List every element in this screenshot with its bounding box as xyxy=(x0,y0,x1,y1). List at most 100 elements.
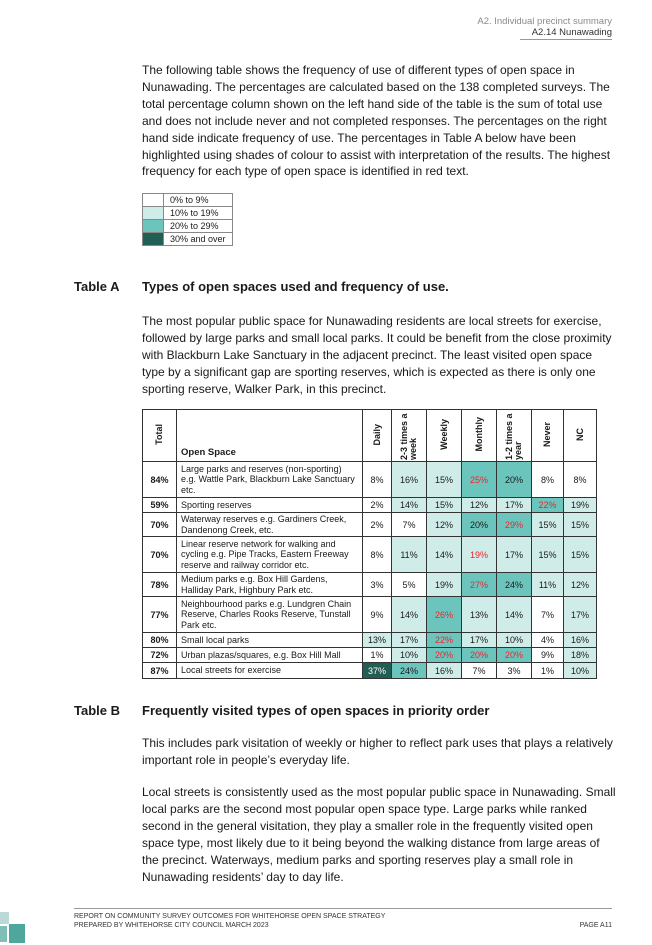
row-value: 25% xyxy=(461,461,497,498)
table-row: 78%Medium parks e.g. Box Hill Gardens, H… xyxy=(142,572,597,597)
legend-label: 20% to 29% xyxy=(163,219,233,233)
row-value: 10% xyxy=(496,632,532,648)
row-open-space: Small local parks xyxy=(176,632,363,648)
legend-swatch xyxy=(142,193,164,207)
row-value: 8% xyxy=(362,461,392,498)
frequency-table: Total Open Space Daily 2-3 times a week … xyxy=(142,409,597,679)
row-value: 14% xyxy=(426,536,462,573)
table-row: 72%Urban plazas/squares, e.g. Box Hill M… xyxy=(142,647,597,663)
row-value: 14% xyxy=(391,596,427,633)
legend-row: 20% to 29% xyxy=(142,219,233,233)
table-a-label: Table A xyxy=(74,279,120,294)
row-value: 17% xyxy=(563,596,597,633)
row-value: 14% xyxy=(391,497,427,513)
row-value: 17% xyxy=(391,632,427,648)
col-daily: Daily xyxy=(362,409,392,462)
row-value: 17% xyxy=(496,536,532,573)
row-value: 13% xyxy=(362,632,392,648)
col-2-3-times-a-week: 2-3 times a week xyxy=(391,409,427,462)
row-total: 78% xyxy=(142,572,177,597)
table-row: 70%Linear reserve network for walking an… xyxy=(142,536,597,573)
row-total: 87% xyxy=(142,662,177,679)
row-value: 1% xyxy=(531,662,564,679)
table-row: 77%Neighbourhood parks e.g. Lundgren Cha… xyxy=(142,596,597,633)
col-open-space: Open Space xyxy=(176,409,363,462)
row-total: 59% xyxy=(142,497,177,513)
row-value: 2% xyxy=(362,512,392,537)
corner-decoration xyxy=(0,926,7,942)
col-monthly: Monthly xyxy=(461,409,497,462)
row-value: 3% xyxy=(362,572,392,597)
row-value: 19% xyxy=(563,497,597,513)
footer-rule xyxy=(74,908,612,909)
footer-prepared-by: PREPARED BY WHITEHORSE CITY COUNCIL MARC… xyxy=(74,922,269,929)
row-value: 1% xyxy=(362,647,392,663)
row-value: 16% xyxy=(563,632,597,648)
row-open-space: Linear reserve network for walking and c… xyxy=(176,536,363,573)
row-value: 8% xyxy=(362,536,392,573)
row-open-space: Neighbourhood parks e.g. Lundgren Chain … xyxy=(176,596,363,633)
row-value: 20% xyxy=(461,512,497,537)
legend-swatch xyxy=(142,219,164,233)
legend-swatch xyxy=(142,232,164,246)
row-open-space: Sporting reserves xyxy=(176,497,363,513)
row-value: 20% xyxy=(496,461,532,498)
table-b-label: Table B xyxy=(74,703,120,718)
row-total: 77% xyxy=(142,596,177,633)
row-value: 13% xyxy=(461,596,497,633)
legend-swatch xyxy=(142,206,164,220)
row-value: 10% xyxy=(563,662,597,679)
row-value: 8% xyxy=(531,461,564,498)
row-value: 10% xyxy=(391,647,427,663)
legend-label: 30% and over xyxy=(163,232,233,246)
row-value: 12% xyxy=(426,512,462,537)
row-value: 15% xyxy=(531,536,564,573)
table-b-paragraph-1: This includes park visitation of weekly … xyxy=(142,736,613,767)
col-never: Never xyxy=(531,409,564,462)
corner-decoration xyxy=(0,912,9,924)
colour-legend: 0% to 9% 10% to 19% 20% to 29% 30% and o… xyxy=(142,193,233,246)
row-value: 11% xyxy=(531,572,564,597)
row-value: 15% xyxy=(531,512,564,537)
row-value: 14% xyxy=(496,596,532,633)
row-value: 17% xyxy=(461,632,497,648)
row-total: 72% xyxy=(142,647,177,663)
row-value: 12% xyxy=(461,497,497,513)
row-total: 80% xyxy=(142,632,177,648)
header-rule xyxy=(520,39,612,40)
row-value: 26% xyxy=(426,596,462,633)
row-value: 19% xyxy=(461,536,497,573)
row-value: 4% xyxy=(531,632,564,648)
row-value: 9% xyxy=(531,647,564,663)
col-nc: NC xyxy=(563,409,597,462)
legend-label: 0% to 9% xyxy=(163,193,233,207)
col-1-2-times-a-year: 1-2 times a year xyxy=(496,409,532,462)
legend-row: 30% and over xyxy=(142,232,233,246)
row-value: 7% xyxy=(391,512,427,537)
corner-decoration xyxy=(9,924,25,943)
col-weekly: Weekly xyxy=(426,409,462,462)
row-value: 15% xyxy=(426,497,462,513)
row-value: 22% xyxy=(426,632,462,648)
row-value: 3% xyxy=(496,662,532,679)
row-value: 18% xyxy=(563,647,597,663)
row-value: 7% xyxy=(461,662,497,679)
row-value: 16% xyxy=(391,461,427,498)
table-b-paragraph-2: Local streets is consistently used as th… xyxy=(142,785,616,884)
row-open-space: Local streets for exercise xyxy=(176,662,363,679)
row-total: 70% xyxy=(142,512,177,537)
row-open-space: Large parks and reserves (non-sporting) … xyxy=(176,461,363,498)
row-value: 11% xyxy=(391,536,427,573)
row-value: 2% xyxy=(362,497,392,513)
row-value: 17% xyxy=(496,497,532,513)
row-value: 20% xyxy=(461,647,497,663)
col-total: Total xyxy=(142,409,177,462)
row-value: 15% xyxy=(426,461,462,498)
table-a-description: The most popular public space for Nunawa… xyxy=(142,314,612,396)
table-header-row: Total Open Space Daily 2-3 times a week … xyxy=(142,409,597,462)
row-open-space: Medium parks e.g. Box Hill Gardens, Hall… xyxy=(176,572,363,597)
row-value: 15% xyxy=(563,512,597,537)
